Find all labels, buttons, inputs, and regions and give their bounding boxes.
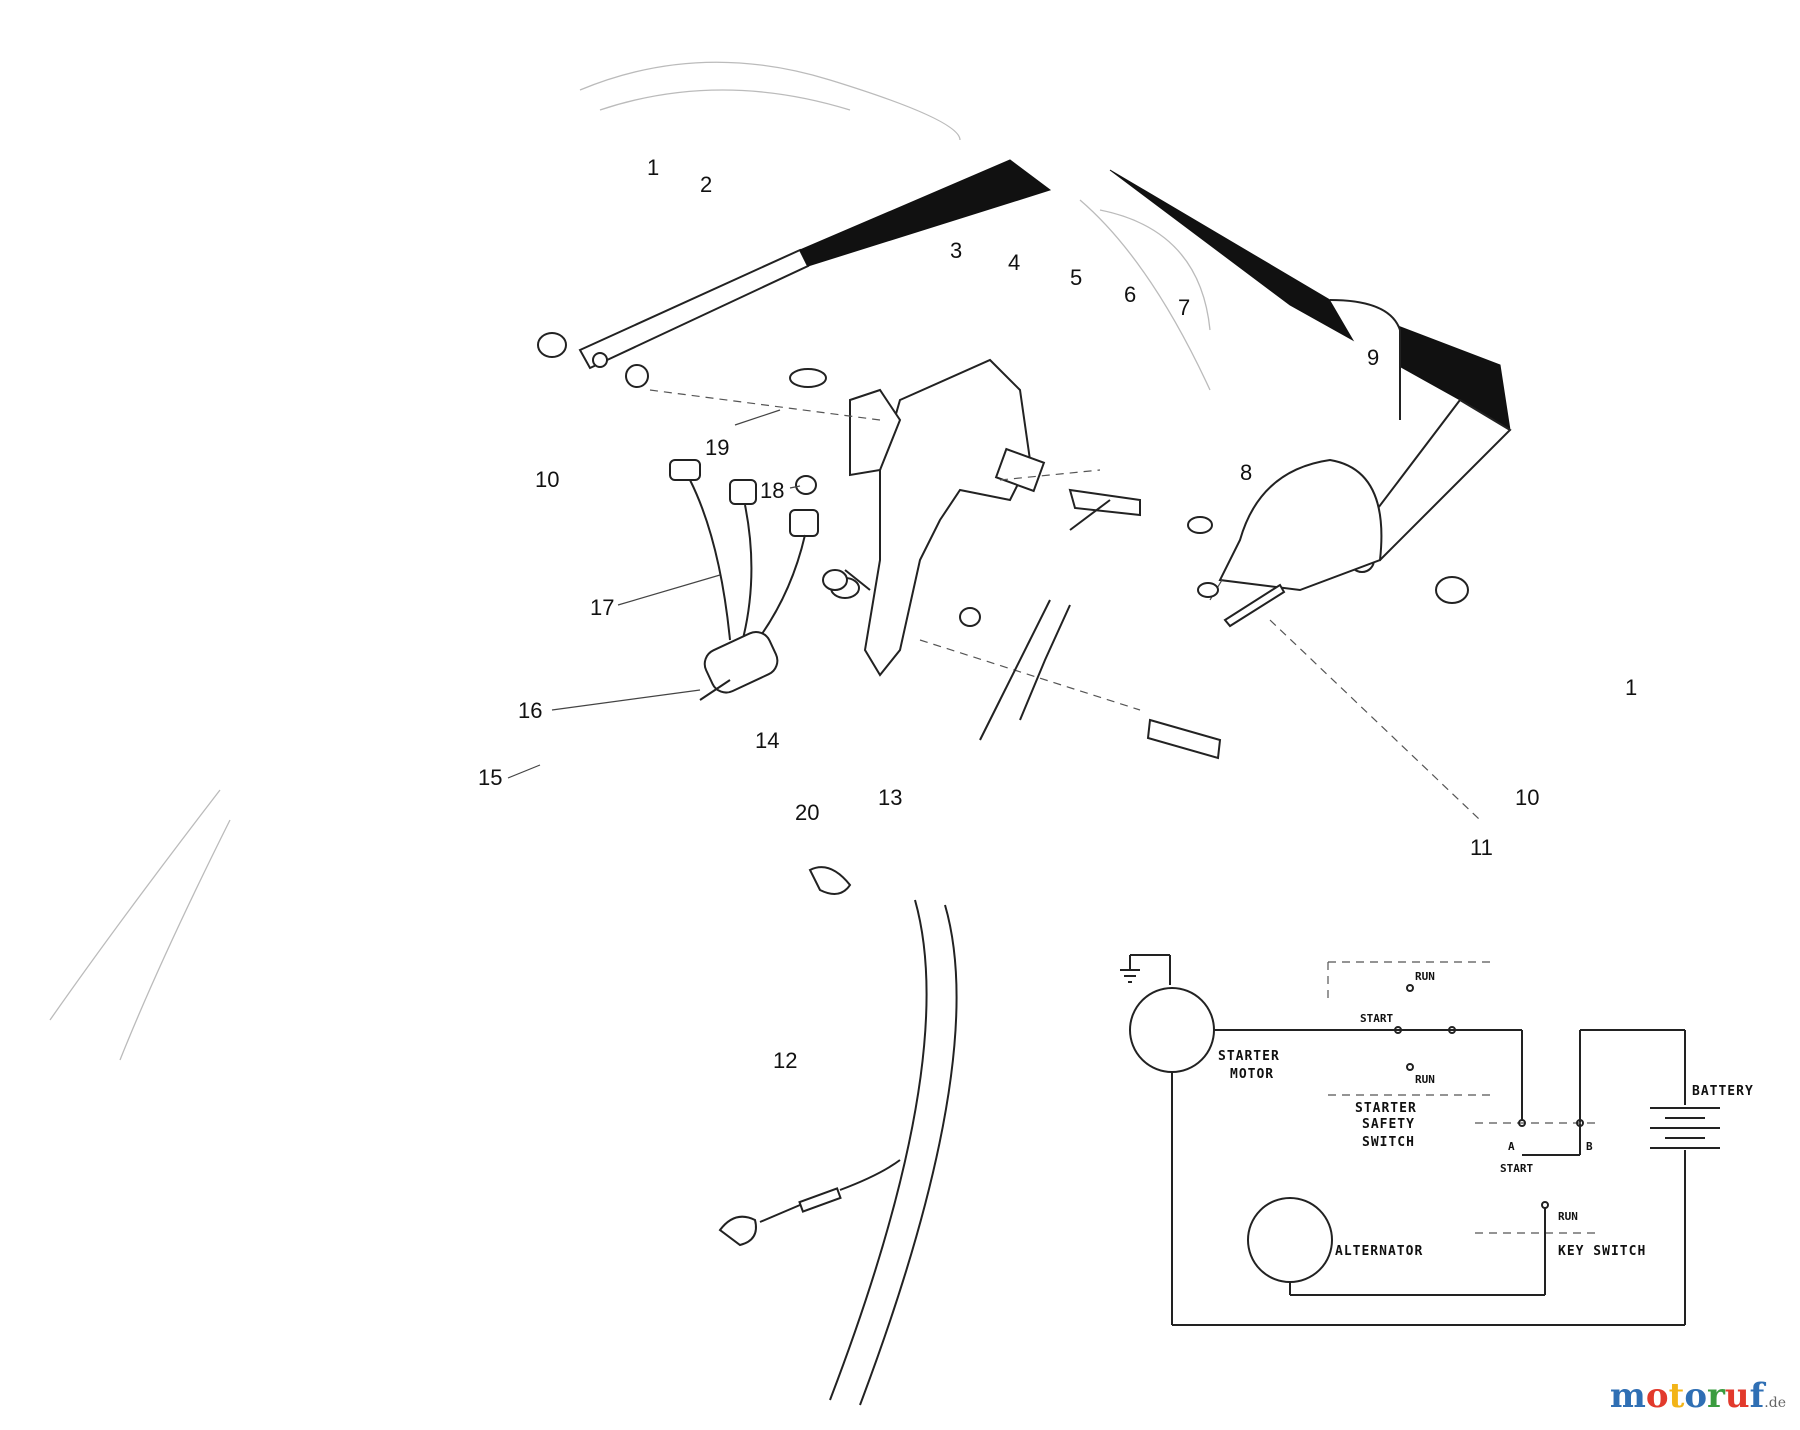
terminal-b-label: B <box>1586 1140 1593 1153</box>
battery-label: BATTERY <box>1692 1084 1754 1099</box>
starter-motor-label-2: MOTOR <box>1230 1067 1274 1082</box>
wiring-schematic: STARTER MOTOR RUN START RUN <box>1120 954 1754 1326</box>
terminal-a-label: A <box>1508 1140 1515 1153</box>
ground-lead <box>718 1159 901 1247</box>
bolt-icon <box>1435 576 1469 604</box>
safety-switch-label-2: SAFETY <box>1362 1117 1415 1132</box>
cable-and-pin <box>649 389 1481 821</box>
callout-4: 4 <box>1008 250 1020 275</box>
safety-switch-label-3: SWITCH <box>1362 1135 1415 1150</box>
clevis-pin-icon <box>789 368 827 388</box>
callout-3: 3 <box>950 238 962 263</box>
alternator-label: ALTERNATOR <box>1335 1244 1423 1259</box>
clip-part <box>808 866 852 895</box>
logo-letter: u <box>1724 1376 1750 1416</box>
callout-13: 13 <box>878 785 902 810</box>
long-tube <box>829 899 958 1406</box>
leader-lines <box>507 409 801 779</box>
key-switch-label: KEY SWITCH <box>1558 1244 1646 1259</box>
callout-10b: 10 <box>1515 785 1539 810</box>
logo-letter: m <box>1609 1376 1646 1416</box>
alternator-icon <box>1247 1197 1333 1283</box>
safety-switch-label-1: STARTER <box>1355 1101 1417 1116</box>
callout-19: 19 <box>705 435 729 460</box>
logo-letter: t <box>1668 1376 1685 1416</box>
callout-10a: 10 <box>535 467 559 492</box>
start-bottom-label: START <box>1500 1162 1533 1175</box>
callout-1b: 1 <box>1625 675 1637 700</box>
fender-ghost-outline <box>49 61 1211 1061</box>
logo-letter: f <box>1749 1376 1765 1416</box>
callout-9: 9 <box>1367 345 1379 370</box>
logo-domain: .de <box>1764 1395 1786 1411</box>
nut-icon-18 <box>795 475 817 495</box>
callout-20: 20 <box>795 800 819 825</box>
washer-icon <box>625 364 649 388</box>
callout-7: 7 <box>1178 295 1190 320</box>
rear-cover <box>1187 458 1383 628</box>
callout-6: 6 <box>1124 282 1136 307</box>
callout-numbers: 1 2 3 4 5 6 7 8 9 10 10 1 11 12 13 14 15… <box>478 155 1637 1073</box>
callout-16: 16 <box>518 698 542 723</box>
callout-11: 11 <box>1470 835 1493 860</box>
battery-icon <box>1650 1107 1720 1149</box>
start-label: START <box>1360 1012 1393 1025</box>
logo-letter: r <box>1707 1376 1725 1416</box>
callout-14: 14 <box>755 728 779 753</box>
nut-icon <box>537 332 567 358</box>
nut-icon-lower <box>959 607 981 627</box>
wire-harness <box>669 459 871 701</box>
lever-assembly <box>537 159 1512 604</box>
callout-2: 2 <box>700 172 712 197</box>
logo-letter: o <box>1645 1376 1669 1416</box>
run-top-label: RUN <box>1415 970 1435 983</box>
callout-8: 8 <box>1240 460 1252 485</box>
callout-17: 17 <box>590 595 614 620</box>
callout-1: 1 <box>647 155 659 180</box>
callout-5: 5 <box>1070 265 1082 290</box>
motoruf-logo: motoruf.de <box>1610 1376 1786 1416</box>
run-mid-label: RUN <box>1415 1073 1435 1086</box>
callout-15: 15 <box>478 765 502 790</box>
starter-motor-label-1: STARTER <box>1218 1049 1280 1064</box>
starter-motor-icon <box>1129 987 1215 1073</box>
logo-letter: o <box>1684 1376 1707 1416</box>
mounting-bracket <box>789 358 1141 677</box>
ground-icon <box>1120 954 1171 985</box>
run-key-label: RUN <box>1558 1210 1578 1223</box>
callout-18: 18 <box>760 478 784 503</box>
callout-12: 12 <box>773 1048 797 1073</box>
